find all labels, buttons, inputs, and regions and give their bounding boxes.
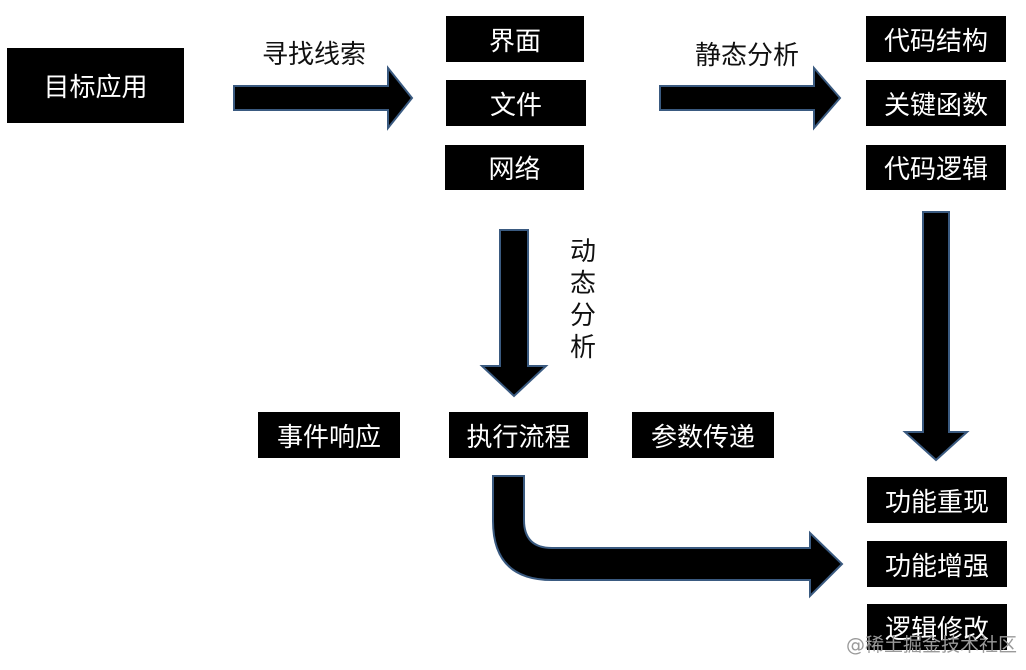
node-event-response: 事件响应	[258, 412, 400, 458]
dynamic-char-1: 动	[569, 237, 596, 267]
arrow-code-logic-down	[902, 211, 970, 462]
node-param-passing: 参数传递	[632, 412, 774, 458]
edge-label-dynamic-analysis: 动 态 分 析	[568, 236, 598, 364]
node-network: 网络	[445, 145, 584, 190]
node-exec-flow: 执行流程	[449, 412, 588, 458]
edge-label-find-clues: 寻找线索	[262, 40, 367, 70]
node-func-enhance: 功能增强	[867, 541, 1007, 587]
node-func-reproduce: 功能重现	[867, 477, 1007, 523]
dynamic-char-2: 态	[569, 269, 596, 299]
arrow-dynamic-analysis	[479, 229, 549, 398]
node-ui: 界面	[446, 16, 584, 62]
node-code-logic: 代码逻辑	[866, 145, 1006, 190]
arrow-static-analysis	[659, 65, 842, 131]
node-file: 文件	[446, 80, 586, 126]
node-target-app: 目标应用	[7, 48, 184, 123]
arrow-exec-to-enhance	[492, 475, 844, 599]
node-code-structure: 代码结构	[866, 16, 1006, 62]
watermark: @稀土掘金技术社区	[846, 634, 1018, 656]
dynamic-char-3: 分	[569, 301, 596, 331]
edge-label-static-analysis: 静态分析	[695, 41, 800, 71]
arrow-find-clues	[233, 65, 414, 131]
dynamic-char-4: 析	[569, 333, 596, 363]
node-key-functions: 关键函数	[866, 80, 1006, 126]
node-logic-modify: 逻辑修改	[867, 604, 1007, 650]
